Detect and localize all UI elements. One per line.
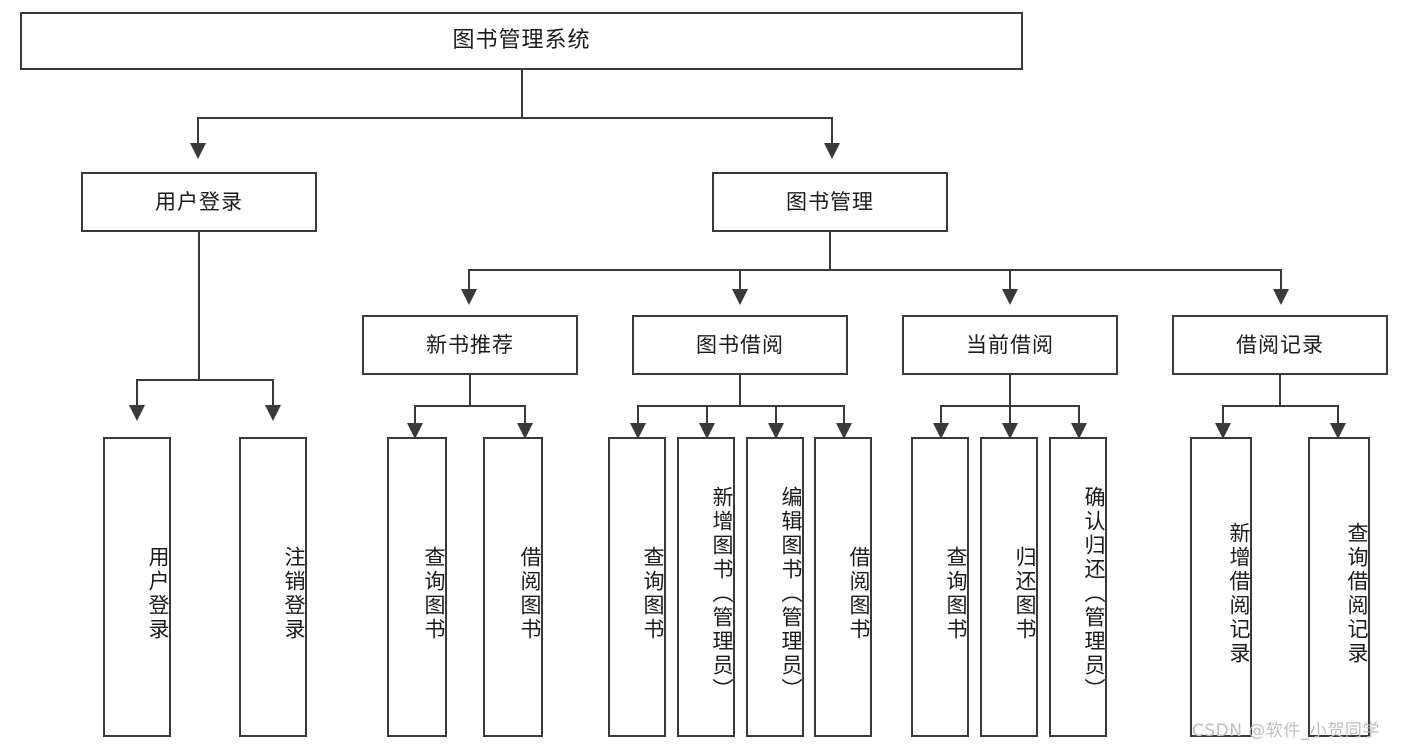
edge-nbr-drop-2 — [524, 405, 526, 427]
node-label: 用户登录 — [155, 189, 243, 214]
node-label: 新增图书（管理员） — [710, 486, 734, 702]
node-book-borrow[interactable]: 图书借阅 — [632, 315, 848, 375]
edge-drop-book-borrow — [739, 269, 741, 291]
edge-book-management-stem — [829, 232, 831, 270]
arrow-book-borrow — [732, 289, 748, 305]
node-label: 确认归还（管理员） — [1082, 486, 1106, 702]
edge-cb-stem — [1009, 375, 1011, 406]
edge-br-stem — [1279, 375, 1281, 406]
edge-user-login-drop-1 — [136, 379, 138, 407]
arrow-cb-leaf-3 — [1071, 423, 1087, 439]
leaf-user-login-logout[interactable]: 注销登录 — [239, 437, 307, 737]
arrow-nbr-leaf-2 — [517, 423, 533, 439]
edge-bb-drop-3 — [775, 405, 777, 427]
arrow-root-to-user-login — [190, 143, 206, 159]
leaf-bb-add-book-admin[interactable]: 新增图书（管理员） — [677, 437, 735, 737]
arrow-user-login-leaf-1 — [129, 405, 145, 421]
node-label: 图书管理 — [786, 189, 874, 214]
edge-cb-drop-3 — [1078, 405, 1080, 427]
arrow-bb-leaf-3 — [768, 423, 784, 439]
edge-bb-stem — [739, 375, 741, 406]
node-root-book-management-system[interactable]: 图书管理系统 — [20, 12, 1023, 70]
arrow-user-login-leaf-2 — [265, 405, 281, 421]
node-label: 用户登录 — [146, 546, 170, 642]
arrow-root-to-book-management — [824, 143, 840, 159]
node-current-borrow[interactable]: 当前借阅 — [902, 315, 1118, 375]
node-label: 编辑图书（管理员） — [779, 486, 803, 702]
edge-root-to-user-login — [197, 117, 199, 145]
node-label: 图书管理系统 — [452, 28, 591, 54]
edge-user-login-drop-2 — [272, 379, 274, 407]
edge-bb-drop-2 — [706, 405, 708, 427]
leaf-cb-confirm-return-admin[interactable]: 确认归还（管理员） — [1049, 437, 1107, 737]
edge-br-bus — [1222, 405, 1339, 407]
edge-drop-current-borrow — [1009, 269, 1011, 291]
node-label: 当前借阅 — [966, 332, 1054, 357]
leaf-nbr-borrow-book[interactable]: 借阅图书 — [483, 437, 543, 737]
edge-bb-drop-4 — [843, 405, 845, 427]
arrow-current-borrow — [1002, 289, 1018, 305]
node-user-login[interactable]: 用户登录 — [81, 172, 317, 232]
edge-drop-new-book-recommend — [468, 269, 470, 291]
leaf-bb-query-book[interactable]: 查询图书 — [608, 437, 666, 737]
leaf-br-add-record[interactable]: 新增借阅记录 — [1190, 437, 1252, 737]
node-book-management[interactable]: 图书管理 — [712, 172, 948, 232]
edge-root-to-book-management — [831, 117, 833, 145]
arrow-cb-leaf-2 — [1002, 423, 1018, 439]
arrow-bb-leaf-1 — [630, 423, 646, 439]
leaf-br-query-record[interactable]: 查询借阅记录 — [1308, 437, 1370, 737]
edge-level3-bus — [468, 269, 1282, 271]
node-label: 归还图书 — [1013, 546, 1037, 642]
node-label: 借阅图书 — [518, 546, 542, 642]
leaf-user-login-login[interactable]: 用户登录 — [103, 437, 171, 737]
arrow-new-book-recommend — [461, 289, 477, 305]
arrow-br-leaf-1 — [1215, 423, 1231, 439]
arrow-bb-leaf-2 — [699, 423, 715, 439]
node-label: 查询图书 — [641, 546, 665, 642]
edge-drop-borrow-record — [1280, 269, 1282, 291]
leaf-nbr-query-book[interactable]: 查询图书 — [387, 437, 447, 737]
leaf-bb-borrow-book[interactable]: 借阅图书 — [814, 437, 872, 737]
edge-root-stem — [521, 70, 523, 118]
edge-nbr-drop-1 — [414, 405, 416, 427]
node-label: 查询图书 — [422, 546, 446, 642]
edge-bb-bus — [637, 405, 845, 407]
edge-br-drop-1 — [1222, 405, 1224, 427]
node-label: 图书借阅 — [696, 332, 784, 357]
node-label: 新书推荐 — [426, 332, 514, 357]
edge-nbr-stem — [469, 375, 471, 406]
leaf-cb-return-book[interactable]: 归还图书 — [980, 437, 1038, 737]
csdn-watermark: CSDN @软件_小贺同学 — [1192, 721, 1380, 741]
arrow-cb-leaf-1 — [933, 423, 949, 439]
arrow-bb-leaf-4 — [836, 423, 852, 439]
edge-user-login-stem — [198, 232, 200, 380]
node-label: 注销登录 — [282, 546, 306, 642]
arrow-nbr-leaf-1 — [407, 423, 423, 439]
node-label: 借阅图书 — [847, 546, 871, 642]
leaf-bb-edit-book-admin[interactable]: 编辑图书（管理员） — [746, 437, 804, 737]
node-borrow-record[interactable]: 借阅记录 — [1172, 315, 1388, 375]
leaf-cb-query-book[interactable]: 查询图书 — [911, 437, 969, 737]
edge-bb-drop-1 — [637, 405, 639, 427]
node-label: 查询图书 — [944, 546, 968, 642]
edge-user-login-bus — [136, 379, 273, 381]
node-label: 新增借阅记录 — [1227, 522, 1251, 666]
edge-cb-drop-1 — [940, 405, 942, 427]
node-new-book-recommend[interactable]: 新书推荐 — [362, 315, 578, 375]
edge-br-drop-2 — [1337, 405, 1339, 427]
arrow-borrow-record — [1273, 289, 1289, 305]
arrow-br-leaf-2 — [1330, 423, 1346, 439]
node-label: 查询借阅记录 — [1345, 522, 1369, 666]
edge-nbr-bus — [414, 405, 526, 407]
node-label: 借阅记录 — [1236, 332, 1324, 357]
edge-cb-drop-2 — [1009, 405, 1011, 427]
edge-root-bus — [197, 117, 833, 119]
